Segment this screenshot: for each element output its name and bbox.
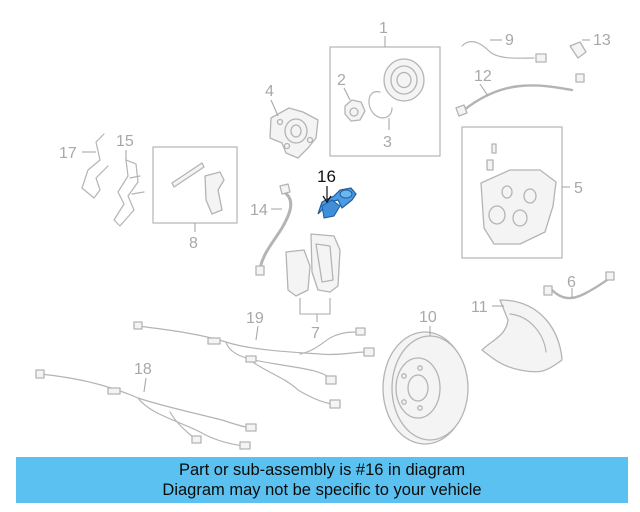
callout-17[interactable]: 17 xyxy=(59,145,77,162)
callout-14[interactable]: 14 xyxy=(250,202,268,219)
callout-7[interactable]: 7 xyxy=(311,325,320,342)
callout-11[interactable]: 11 xyxy=(471,299,488,316)
callout-18[interactable]: 18 xyxy=(134,361,152,378)
brake-line-right[interactable] xyxy=(543,271,615,300)
brake-pads[interactable] xyxy=(285,233,341,322)
brake-hose[interactable] xyxy=(255,183,293,276)
callout-4[interactable]: 4 xyxy=(265,83,274,100)
callout-2[interactable]: 2 xyxy=(337,72,346,89)
callout-labels: 1 2 3 4 5 6 7 8 9 10 11 12 13 14 15 16 1… xyxy=(59,20,611,378)
callout-15[interactable]: 15 xyxy=(116,133,134,150)
callout-19[interactable]: 19 xyxy=(246,310,264,327)
group-5-box xyxy=(461,126,563,259)
anti-rattle-clips[interactable] xyxy=(81,133,145,227)
brake-rotor[interactable] xyxy=(382,326,469,445)
info-banner: Part or sub-assembly is #16 in diagram D… xyxy=(16,457,628,503)
upper-wear-sensor-lines[interactable] xyxy=(455,39,590,117)
callout-16[interactable]: 16 xyxy=(317,167,336,186)
splash-shield[interactable] xyxy=(481,299,563,373)
callout-6[interactable]: 6 xyxy=(567,274,576,291)
callout-10[interactable]: 10 xyxy=(419,309,437,326)
sensor-harness-19[interactable] xyxy=(133,321,375,409)
callout-3[interactable]: 3 xyxy=(383,134,392,151)
banner-line-2: Diagram may not be specific to your vehi… xyxy=(162,481,482,499)
callout-8[interactable]: 8 xyxy=(189,235,198,252)
parts-diagram: 1 2 3 4 5 6 7 8 9 10 11 12 13 14 15 16 1… xyxy=(35,20,615,450)
callout-1[interactable]: 1 xyxy=(379,20,388,37)
wheel-hub[interactable] xyxy=(269,99,319,159)
group-8-box xyxy=(152,146,238,224)
callout-5[interactable]: 5 xyxy=(574,180,583,197)
callout-13[interactable]: 13 xyxy=(593,32,611,49)
brake-caliper-assembly[interactable] xyxy=(461,126,570,259)
pad-wear-sensor-highlighted[interactable] xyxy=(317,186,357,219)
hub-bearing-assembly[interactable] xyxy=(329,36,441,157)
sensor-harness-18[interactable] xyxy=(35,369,257,450)
callout-9[interactable]: 9 xyxy=(505,32,514,49)
callout-12[interactable]: 12 xyxy=(474,68,492,85)
pad-hardware-kit[interactable] xyxy=(152,146,238,232)
banner-line-1: Part or sub-assembly is #16 in diagram xyxy=(178,461,466,479)
